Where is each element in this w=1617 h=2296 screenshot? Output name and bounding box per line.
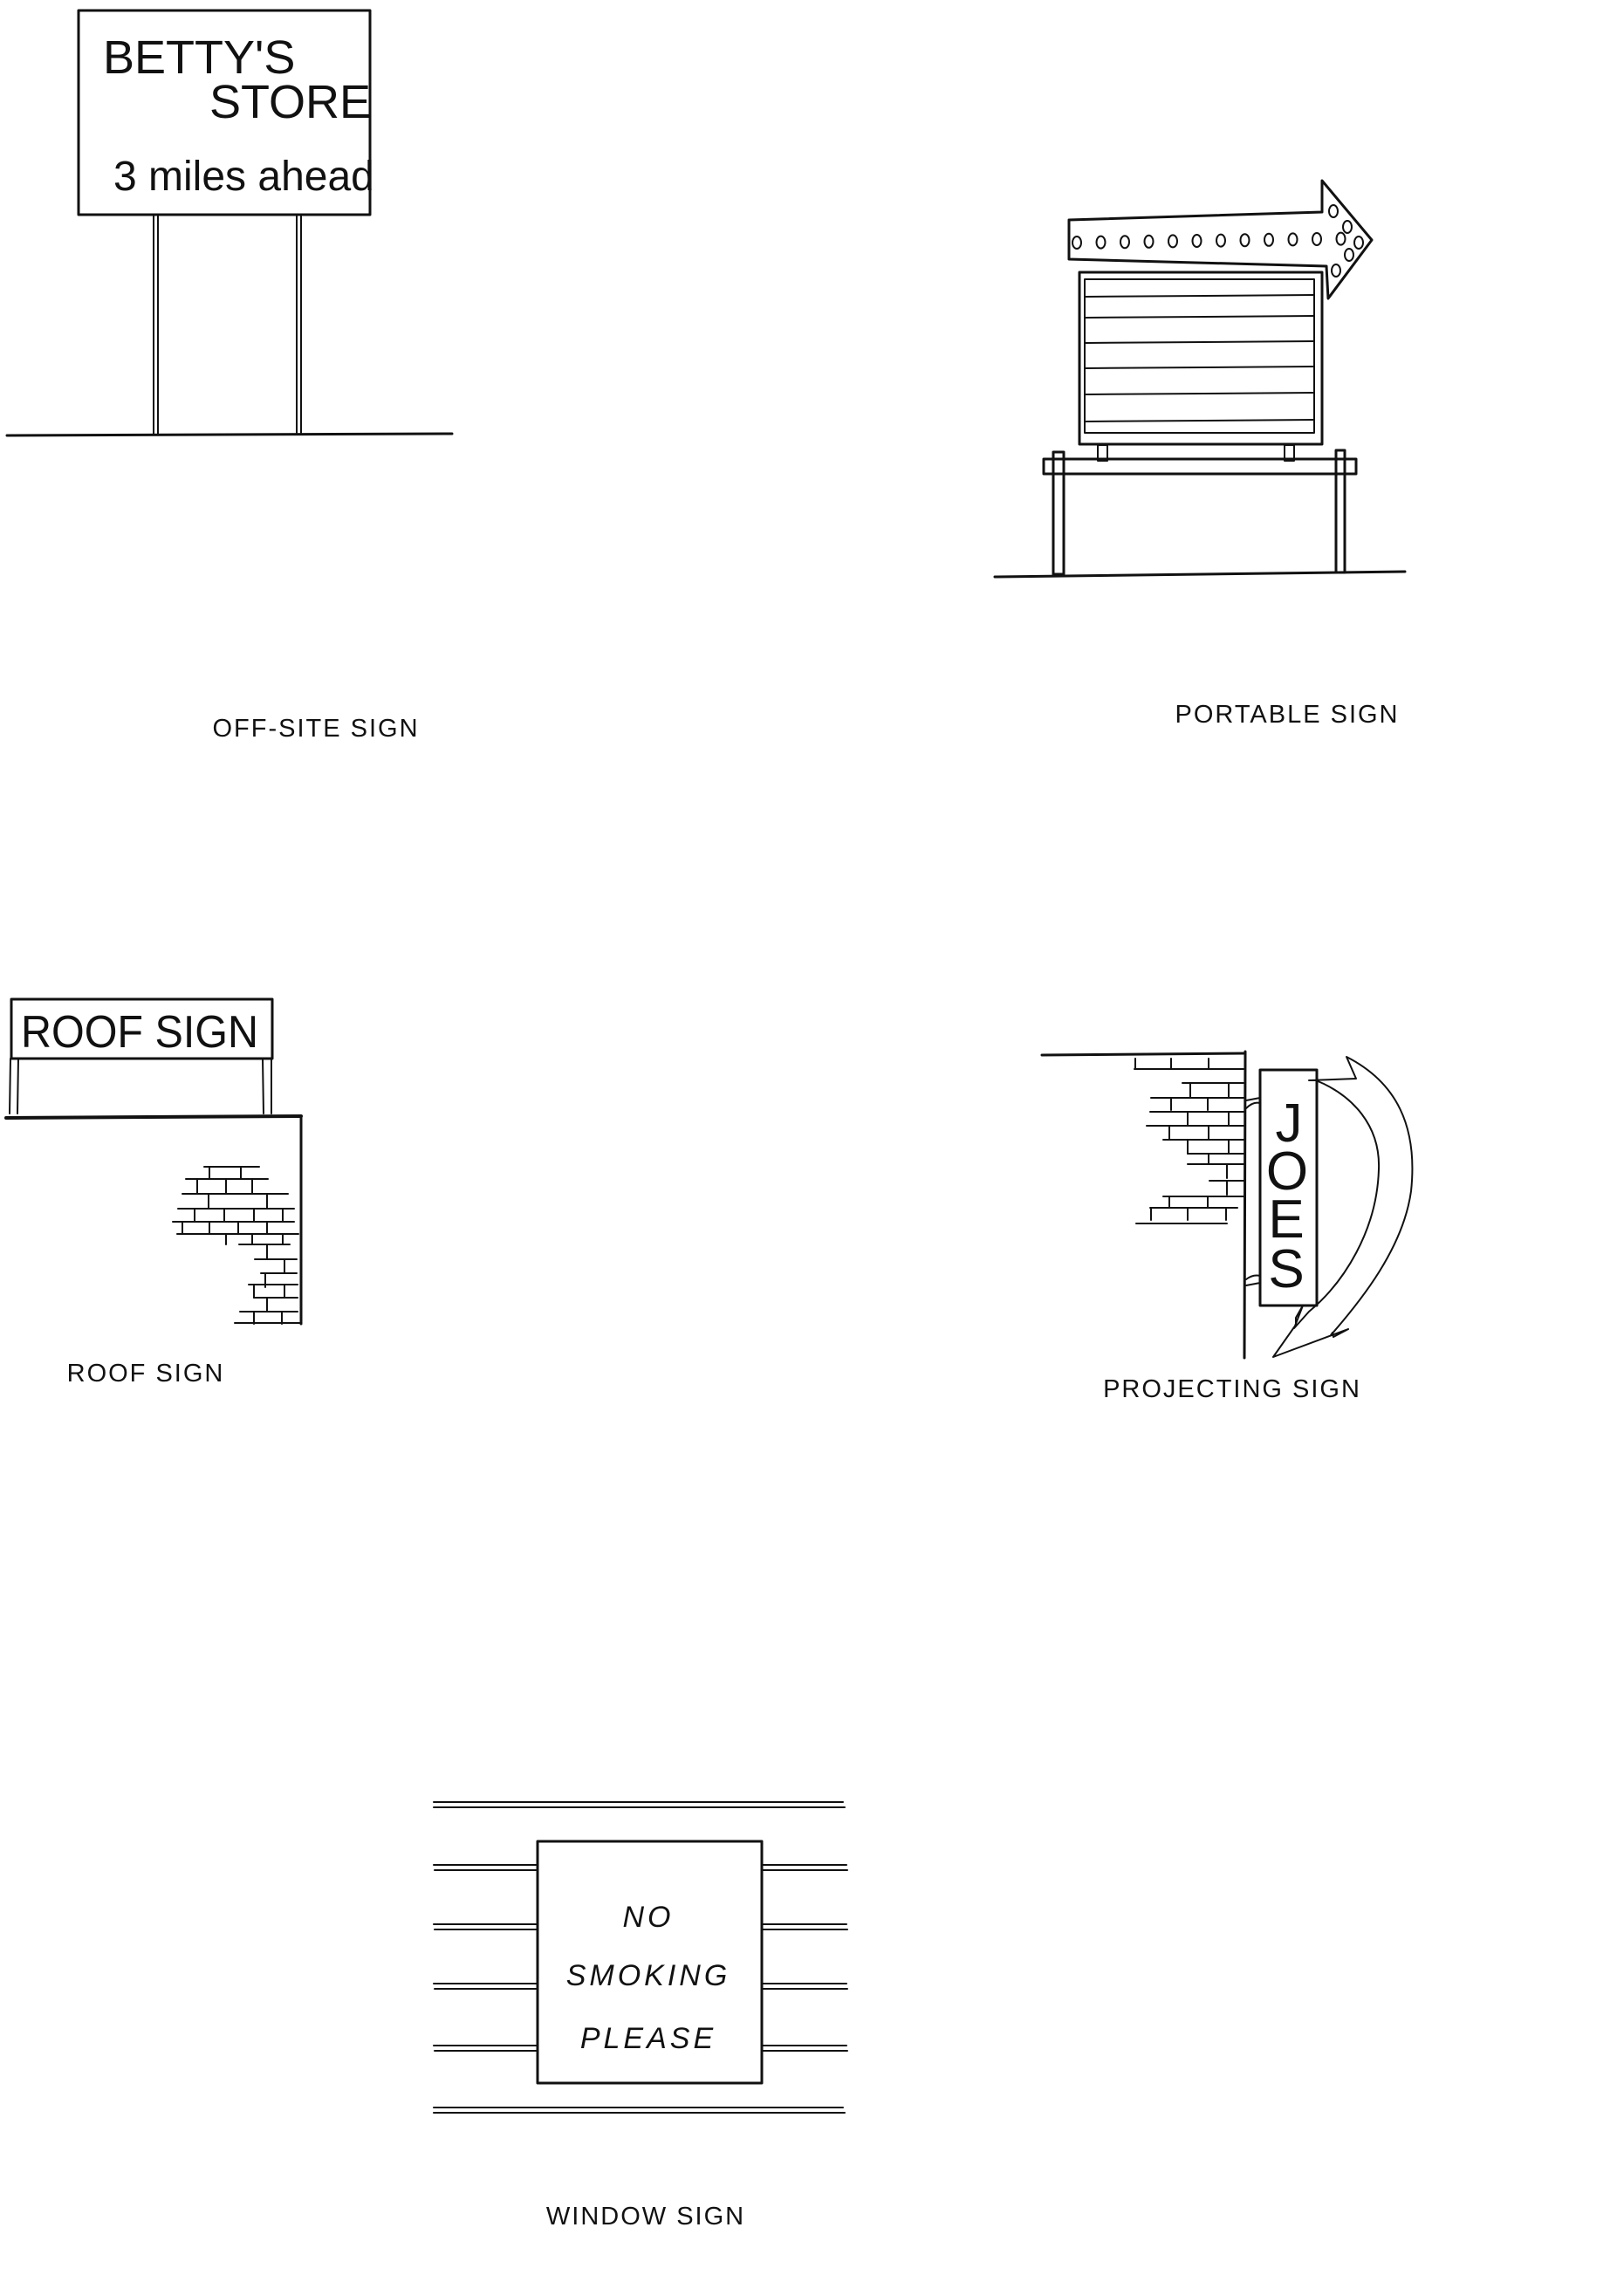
projecting-sign-letter-o: O [1266,1141,1308,1202]
projecting-sign-letter-s: S [1268,1239,1304,1299]
light-bulb [1143,234,1155,249]
window-sign-line-3: PLEASE [580,2022,716,2055]
caption-roof-sign: ROOF SIGN [67,1360,225,1388]
letter-track [1085,315,1315,319]
portable-sign-figure [993,179,1407,579]
off-site-sign-line-1: BETTY'S [103,31,295,84]
light-bulb [1344,248,1354,262]
light-bulb [1312,232,1322,246]
roof-sign-posts [9,1058,272,1114]
roof-sign-figure: ROOF SIGN [4,997,303,1326]
light-bulb [1072,236,1082,250]
window-sign-board [536,1840,764,2085]
window-sign-line-1: NO [623,1901,675,1934]
projecting-sign-letter-e: E [1268,1189,1304,1250]
letter-track [1085,419,1315,422]
projecting-roof-line [1040,1052,1247,1057]
off-site-sign-posts [153,214,302,435]
portable-sign-letter-tracks [1085,294,1315,422]
light-bulb [1216,233,1226,248]
light-bulb [1287,232,1298,247]
window-sign-figure: NO SMOKING PLEASE [433,1801,848,2114]
off-site-sign-figure: BETTY'S STORE 3 miles ahead [5,9,454,437]
projecting-building-wall [1243,1050,1247,1360]
roof-brick-pattern [172,1166,302,1325]
light-bulb [1331,264,1341,278]
light-bulb [1342,220,1353,234]
letter-track [1085,392,1315,395]
caption-off-site-sign: OFF-SITE SIGN [212,715,419,743]
portable-sign-trailer-rail [1042,457,1358,476]
portable-sign-panel [1084,278,1315,434]
window-sign-line-2: SMOKING [566,1959,731,1992]
caption-portable-sign: PORTABLE SIGN [1175,701,1400,729]
portable-sign-legs [1052,449,1346,576]
letter-track [1085,294,1315,298]
off-site-sign-line-2: STORE [209,76,371,128]
projecting-sign-figure: J O E S [1040,1050,1414,1360]
projecting-sign-board [1258,1068,1319,1307]
projecting-brick-pattern [1134,1058,1244,1224]
projecting-sign-letter-j: J [1276,1093,1303,1154]
curved-arrow-icon [1272,1056,1414,1358]
light-bulb [1264,232,1274,247]
portable-sign-feet [1097,444,1295,462]
light-bulb [1239,233,1250,248]
roof-sign-board-text: ROOF SIGN [21,1007,258,1058]
portable-sign-cabinet [1078,271,1324,446]
caption-window-sign: WINDOW SIGN [546,2203,745,2231]
light-bulb [1191,234,1202,248]
roof-line [4,1114,303,1120]
off-site-sign-line-3: 3 miles ahead [113,154,374,200]
roof-sign-board [10,997,274,1060]
light-bulb [1120,235,1130,250]
light-bulb [1353,236,1364,250]
off-site-sign-board [77,9,372,216]
caption-projecting-sign: PROJECTING SIGN [1103,1375,1361,1403]
arrow-right-with-lights-icon [1067,179,1374,300]
light-bulb [1168,234,1178,249]
light-bulb [1335,231,1346,246]
light-bulb [1328,204,1339,218]
portable-ground-line [993,570,1407,579]
projecting-sign-brackets [1245,1097,1261,1286]
window-siding-lines [433,1801,848,2114]
light-bulb [1095,235,1107,250]
letter-track [1085,340,1315,344]
letter-track [1085,366,1315,369]
off-site-ground-line [5,432,454,437]
arrow-light-bulbs [1072,204,1364,278]
